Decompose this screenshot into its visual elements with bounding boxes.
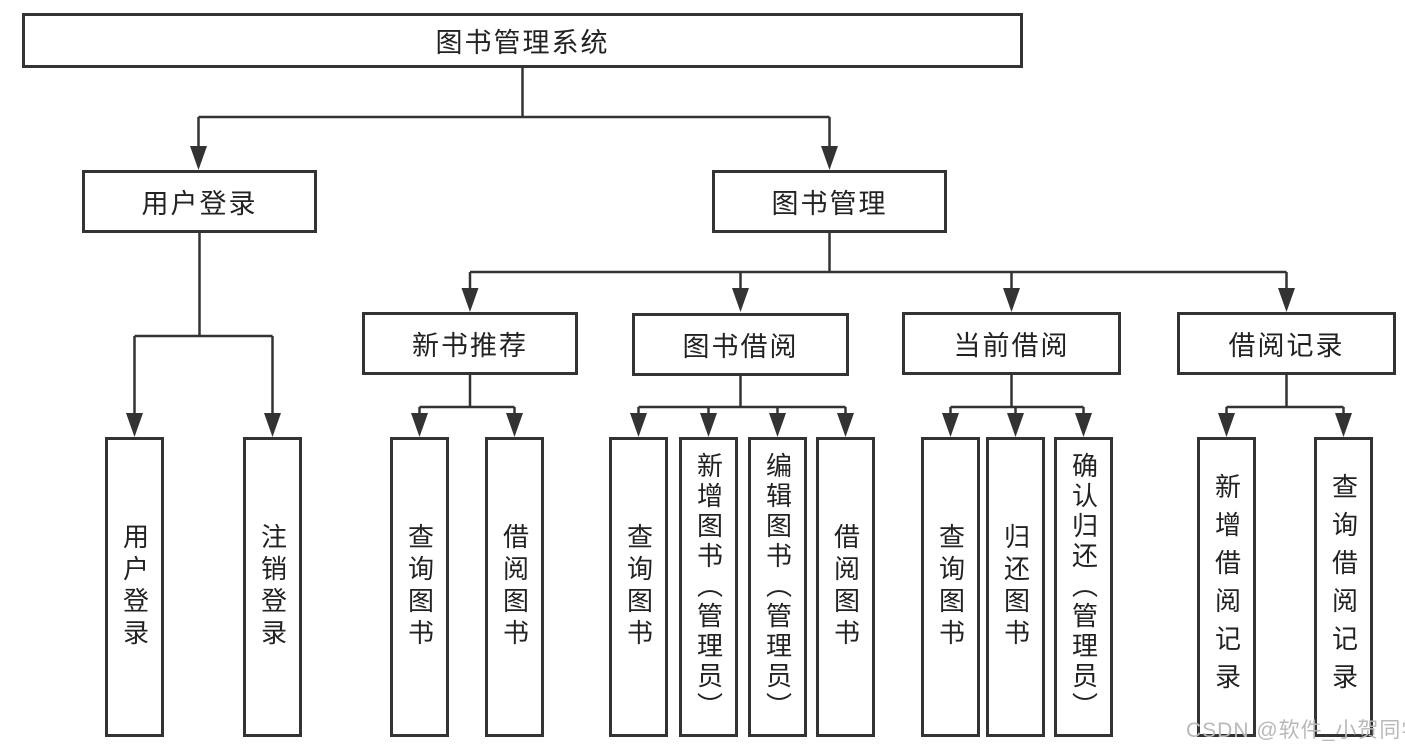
leaf-recommend-borrow-books: 借阅图书 [485, 437, 544, 737]
arrowhead-icon [837, 413, 854, 437]
arrowhead-icon [700, 413, 717, 437]
leaf-current-return-books: 归还图书 [986, 437, 1045, 737]
arrowhead-icon [506, 413, 523, 437]
leaf-current-query-books: 查询图书 [921, 437, 980, 737]
leaf-records-add-record: 新增借阅记录 [1197, 437, 1256, 737]
leaf-borrow-add-books-admin: 新增图书（管理员） [679, 437, 738, 737]
arrowhead-icon [461, 288, 479, 312]
arrowhead-icon [1335, 413, 1352, 437]
arrowhead-icon [126, 413, 143, 437]
arrowhead-icon [769, 413, 786, 437]
connector-borrow-to-leaves [637, 375, 847, 417]
connector-current-to-leaves [949, 375, 1085, 417]
leaf-records-query-record: 查询借阅记录 [1314, 437, 1373, 737]
connector-user-login-to-leaves [133, 233, 274, 417]
arrowhead-icon [1278, 288, 1295, 312]
node-book-management: 图书管理 [712, 170, 947, 233]
connector-root-to-level2 [197, 68, 831, 150]
leaf-borrow-query-books: 查询图书 [609, 437, 668, 737]
arrowhead-icon [732, 288, 749, 312]
node-borrow-records: 借阅记录 [1177, 312, 1396, 375]
arrowhead-icon [942, 413, 959, 437]
arrowhead-icon [411, 413, 428, 437]
connector-recommend-to-leaves [418, 375, 516, 417]
arrowhead-icon [821, 146, 838, 170]
leaf-borrow-borrow-books: 借阅图书 [816, 437, 875, 737]
arrowhead-icon [630, 413, 647, 437]
arrowhead-icon [1003, 288, 1020, 312]
node-new-book-recommend: 新书推荐 [362, 312, 578, 375]
node-book-borrow: 图书借阅 [632, 313, 849, 376]
leaf-borrow-edit-books-admin: 编辑图书（管理员） [748, 437, 807, 737]
csdn-watermark: CSDN @软件_小贺同学 [1186, 719, 1405, 742]
node-user-login: 用户登录 [82, 170, 317, 233]
node-root-library-system: 图书管理系统 [22, 13, 1023, 68]
arrowhead-icon [1075, 413, 1092, 437]
leaf-current-confirm-return-admin: 确认归还（管理员） [1054, 437, 1113, 737]
node-current-borrow: 当前借阅 [902, 312, 1121, 375]
leaf-recommend-query-books: 查询图书 [390, 437, 449, 737]
arrowhead-icon [1007, 413, 1024, 437]
arrowhead-icon [1218, 413, 1235, 437]
connector-book-management-to-level3 [468, 233, 1288, 292]
leaf-logout-login: 注销登录 [243, 437, 302, 737]
leaf-user-login: 用户登录 [105, 437, 164, 737]
arrowhead-icon [190, 146, 207, 170]
arrowhead-icon [264, 413, 281, 437]
connector-records-to-leaves [1225, 375, 1345, 417]
